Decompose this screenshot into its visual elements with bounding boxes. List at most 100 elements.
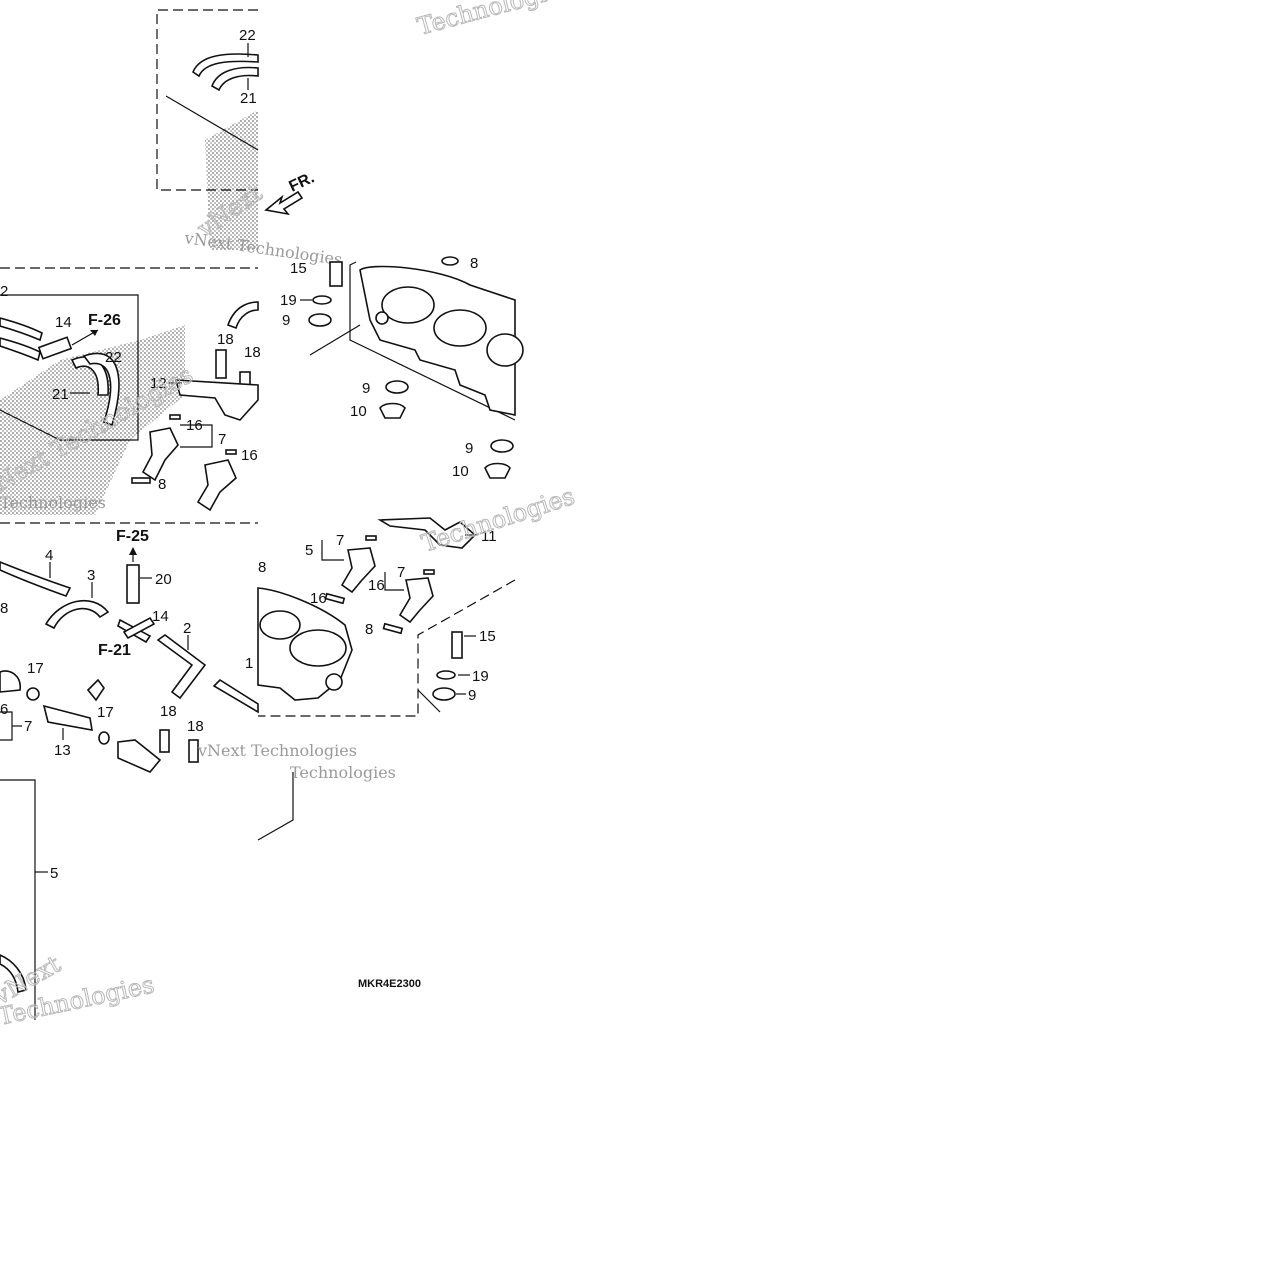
joint-14 xyxy=(122,616,156,640)
bolt-18 xyxy=(159,729,170,753)
callout-1: 1 xyxy=(245,655,253,672)
injector-7 xyxy=(398,577,434,624)
tile-injectors-right: 11 Technologies 5 7 16 7 16 8 8 15 19 9 xyxy=(257,481,578,717)
hose-1 xyxy=(212,678,259,714)
joint-14 xyxy=(37,336,73,360)
callout-8: 8 xyxy=(470,255,478,272)
callout-20: 20 xyxy=(155,571,172,588)
o-ring-8 xyxy=(324,592,346,605)
watermark: Technologies xyxy=(414,0,575,41)
tile-throttle-body: 15 8 19 9 9 10 9 10 xyxy=(280,255,524,480)
callout-14: 14 xyxy=(55,314,72,331)
watermark: vNext Technologies xyxy=(197,741,357,760)
callout-9: 9 xyxy=(465,440,473,457)
bracket xyxy=(180,424,213,448)
boss xyxy=(375,311,389,325)
fuel-rail-12 xyxy=(174,379,259,421)
drawing-code: MKR4E2300 xyxy=(358,978,421,990)
callout-18: 18 xyxy=(244,344,261,361)
leader-line xyxy=(165,95,259,151)
tile-top-inset: 22 21 vNext Technologies vNext xyxy=(156,9,343,269)
frame-line xyxy=(0,779,36,1020)
o-ring-16 xyxy=(169,414,181,420)
callout-21: 21 xyxy=(52,386,69,403)
bolt-15 xyxy=(451,631,463,659)
callout-9: 9 xyxy=(468,687,476,704)
throttle-bore xyxy=(433,309,487,347)
front-arrow-icon xyxy=(264,190,304,216)
callout-9: 9 xyxy=(282,312,290,329)
watermark: Technologies xyxy=(0,493,106,512)
callout-22: 22 xyxy=(239,27,256,44)
callout-16: 7 xyxy=(336,532,344,549)
o-ring-8 xyxy=(441,256,459,266)
callout-14: 14 xyxy=(152,608,169,625)
hose xyxy=(0,317,43,342)
o-ring-8 xyxy=(382,622,404,635)
tile-fuel-rail-left: 2 14 F-26 22 21 18 18 12 16 7 16 8 Next … xyxy=(0,267,261,515)
callout-8: 8 xyxy=(0,600,8,617)
hose-4 xyxy=(0,561,72,597)
callout-18: 18 xyxy=(187,718,204,735)
callout-8: 16 xyxy=(310,590,327,607)
callout-6: 6 xyxy=(0,701,8,718)
hose-5 xyxy=(0,954,27,993)
o-ring-16 xyxy=(423,569,435,575)
callout-6: 8 xyxy=(258,559,266,576)
leader-line xyxy=(417,689,441,713)
bolt-18 xyxy=(215,349,227,379)
hose-22 xyxy=(82,352,120,427)
pipe-20 xyxy=(126,564,140,604)
arrow-head xyxy=(90,330,98,336)
tile-bottom: 5 Technologies vNext Technologies MKR4E2… xyxy=(0,763,421,1031)
o-ring-17 xyxy=(98,731,110,745)
callout-17: 17 xyxy=(27,660,44,677)
o-ring-17 xyxy=(26,687,40,701)
shaded-area xyxy=(205,110,258,250)
shaded-area xyxy=(0,325,185,515)
callout-17: 17 xyxy=(97,704,114,721)
callout-5: 5 xyxy=(50,865,58,882)
hose-2 xyxy=(156,634,207,700)
throttle-bore xyxy=(486,333,524,367)
callout-10: 10 xyxy=(350,403,367,420)
grommet-9 xyxy=(308,313,332,327)
washer-19 xyxy=(436,670,456,680)
callout-22: 22 xyxy=(105,349,122,366)
callout-11: 11 xyxy=(481,528,497,545)
o-ring-16 xyxy=(225,449,237,455)
bolt-15 xyxy=(329,261,343,287)
injector-7 xyxy=(196,459,237,512)
callout-16: 16 xyxy=(241,447,258,464)
o-ring-8 xyxy=(131,477,151,484)
callout-7: 16 xyxy=(368,577,385,594)
hose-3 xyxy=(44,599,110,630)
front-label: FR. xyxy=(287,169,318,195)
bracket xyxy=(321,540,344,561)
grommet-9 xyxy=(385,380,409,394)
fuel-rail xyxy=(117,739,162,773)
inset-frame xyxy=(156,9,258,191)
callout-18: 18 xyxy=(217,331,234,348)
fitting xyxy=(86,678,105,702)
callout-3: 3 xyxy=(87,567,95,584)
ref-f21: F-21 xyxy=(98,642,131,659)
callout-19: 19 xyxy=(472,668,489,685)
callout-7: 5 xyxy=(305,542,313,559)
ref-f26: F-26 xyxy=(88,312,121,329)
callout-15: 15 xyxy=(479,628,496,645)
callout-4: 4 xyxy=(45,547,53,564)
callout-15: 15 xyxy=(290,260,307,277)
grommet-9 xyxy=(432,687,456,701)
callout-16: 7 xyxy=(397,564,405,581)
collar-10 xyxy=(484,462,511,479)
hose xyxy=(226,301,259,330)
callout-18: 18 xyxy=(160,703,177,720)
callout-16: 16 xyxy=(186,417,203,434)
hose-21 xyxy=(211,66,259,92)
inset-frame xyxy=(0,294,139,441)
callout-7: 7 xyxy=(24,718,32,735)
callout-2: 2 xyxy=(0,283,8,300)
injector-7 xyxy=(141,427,179,482)
